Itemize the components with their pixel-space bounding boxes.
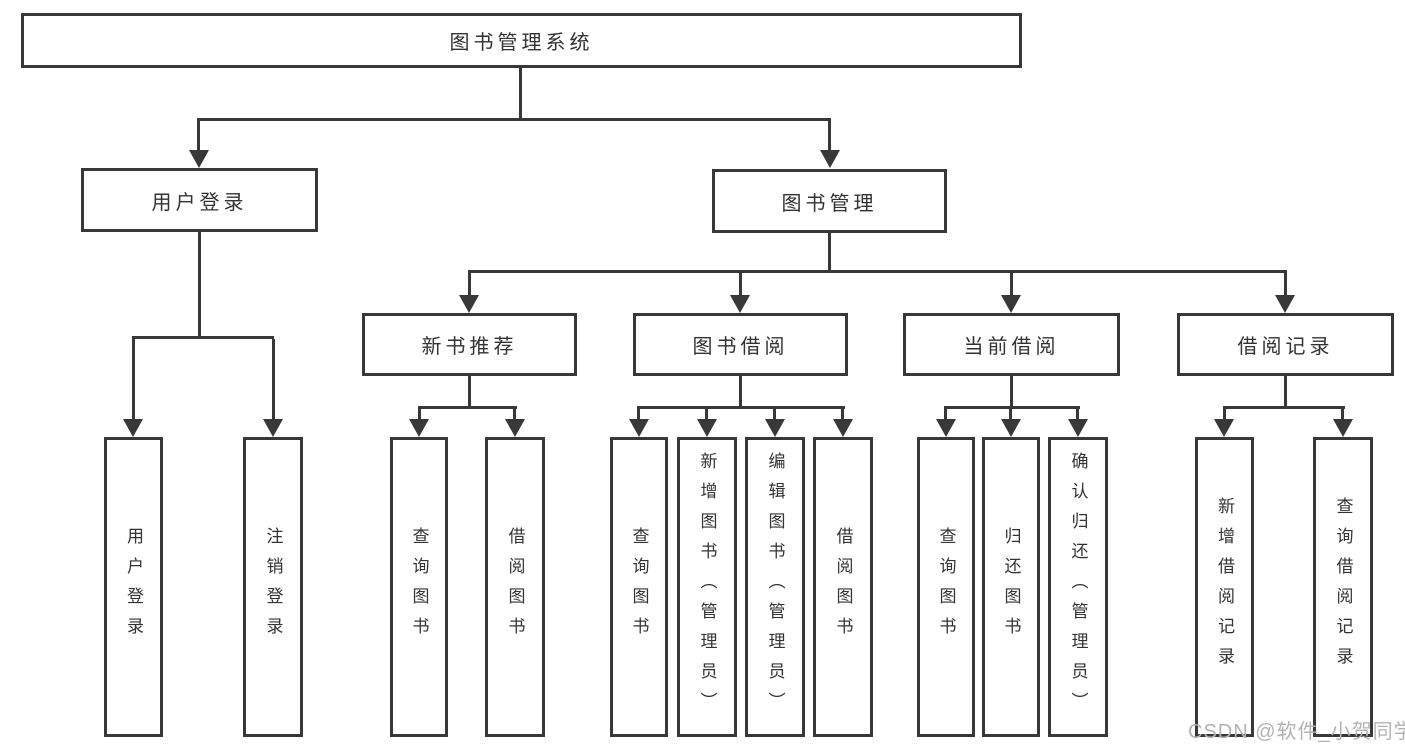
watermark-text: CSDN @软件_小贺同学 [1188,721,1405,743]
node-label: 归还图书 [1001,527,1021,647]
node-label: 查询图书 [409,527,429,647]
arrow-down-icon [697,419,717,437]
leaf-edit-books-admin: 编辑图书（管理员） [745,437,805,737]
connector-line [705,406,708,421]
leaf-add-borrow-record: 新增借阅记录 [1195,437,1254,737]
arrow-down-icon [123,419,143,437]
node-root-library-management-system: 图书管理系统 [21,13,1022,68]
arrow-down-icon [629,419,649,437]
connector-line [773,406,776,421]
leaf-query-books-current: 查询图书 [917,437,975,737]
connector-line [841,406,844,421]
node-label: 借阅图书 [833,527,853,647]
connector-line [1009,406,1012,421]
arrow-down-icon [765,419,785,437]
connector-line [468,376,471,409]
connector-line [1284,273,1287,297]
connector-line [739,376,742,409]
arrow-down-icon [820,150,840,168]
arrow-down-icon [1068,419,1088,437]
arrow-down-icon [1214,419,1234,437]
leaf-borrow-books-recommend: 借阅图书 [485,437,545,737]
node-book-borrowing: 图书借阅 [633,313,848,376]
node-label: 借阅记录 [1237,336,1334,358]
node-label: 用户登录 [124,527,143,647]
connector-line [1076,406,1079,421]
connector-line [1284,376,1287,409]
leaf-query-books-recommend: 查询图书 [390,437,448,737]
connector-line [944,406,947,421]
connector-line [197,118,831,121]
arrow-down-icon [730,295,750,313]
connector-line [1223,406,1226,421]
leaf-return-books: 归还图书 [982,437,1040,737]
arrow-down-icon [505,419,525,437]
connector-line [944,406,1080,409]
node-label: 查询借阅记录 [1333,497,1353,677]
arrow-down-icon [459,295,479,313]
leaf-query-books-borrowing: 查询图书 [610,437,668,737]
node-label: 图书管理 [781,192,878,215]
node-book-management: 图书管理 [712,169,947,233]
leaf-query-borrow-record: 查询借阅记录 [1313,437,1373,737]
node-current-borrowing: 当前借阅 [903,313,1120,376]
node-new-book-recommend: 新书推荐 [362,313,577,376]
connector-line [132,339,135,423]
node-label: 注销登录 [263,527,283,647]
connector-line [1223,406,1345,409]
node-label: 确认归还（管理员） [1068,452,1088,722]
leaf-user-login: 用户登录 [104,437,163,737]
node-label: 借阅图书 [505,527,525,647]
arrow-down-icon [189,150,209,168]
connector-line [418,406,517,409]
connector-line [198,232,201,339]
node-label: 新增图书（管理员） [697,452,717,722]
connector-line [468,273,471,297]
connector-line [418,406,421,421]
node-label: 查询图书 [936,527,956,647]
node-label: 图书管理系统 [449,32,594,54]
connector-line [513,406,516,421]
node-label: 新增借阅记录 [1215,497,1234,677]
arrow-down-icon [1275,295,1295,313]
connector-line [739,273,742,297]
connector-line [272,339,275,423]
connector-line [1010,273,1013,297]
connector-line [1341,406,1344,421]
arrow-down-icon [1001,419,1021,437]
connector-line [1010,376,1013,409]
connector-line [828,233,831,273]
leaf-borrow-books: 借阅图书 [813,437,873,737]
node-label: 图书借阅 [692,336,789,358]
connector-line [637,406,845,409]
node-user-login: 用户登录 [81,168,318,232]
arrow-down-icon [1333,419,1353,437]
leaf-add-books-admin: 新增图书（管理员） [677,437,737,737]
connector-line [828,118,831,153]
connector-line [132,336,274,339]
arrow-down-icon [263,419,283,437]
node-label: 新书推荐 [421,336,518,358]
node-label: 用户登录 [151,191,248,214]
node-label: 查询图书 [629,527,649,647]
connector-line [468,270,1287,273]
node-label: 编辑图书（管理员） [765,452,785,722]
connector-line [637,406,640,421]
arrow-down-icon [833,419,853,437]
arrow-down-icon [936,419,956,437]
connector-line [197,118,200,153]
arrow-down-icon [409,419,429,437]
connector-line [519,68,522,118]
arrow-down-icon [1001,295,1021,313]
leaf-confirm-return-admin: 确认归还（管理员） [1048,437,1108,737]
leaf-logout: 注销登录 [243,437,303,737]
node-borrowing-records: 借阅记录 [1177,313,1394,376]
node-label: 当前借阅 [963,336,1060,358]
